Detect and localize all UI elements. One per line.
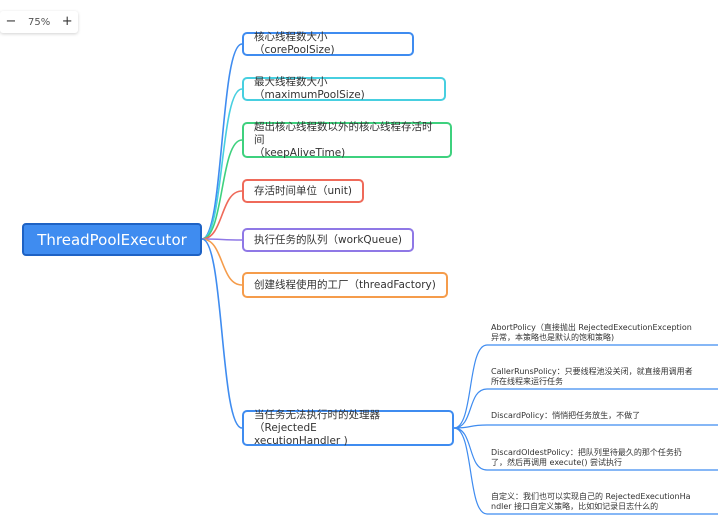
policy-item-4[interactable]: DiscardOldestPolicy：把队列里待最久的那个任务扔 了，然后再调…	[491, 448, 682, 467]
connector-2	[201, 88, 243, 240]
branch-node-2[interactable]: 最大线程数大小（maximumPoolSize)	[242, 76, 446, 101]
branch-node-7[interactable]: 当任务无法执行时的处理器（RejectedE xecutionHandler )	[242, 409, 454, 447]
connector-4	[201, 190, 243, 240]
connector-6	[201, 238, 243, 286]
branch-node-3[interactable]: 超出核心线程数以外的核心线程存活时间 （keepAliveTime)	[242, 121, 452, 159]
policy-connector-3	[453, 424, 488, 429]
zoom-level: 75%	[28, 16, 51, 28]
branch-node-4[interactable]: 存活时间单位（unit)	[242, 179, 364, 203]
connector-1	[201, 43, 243, 240]
branch-node-5[interactable]: 执行任务的队列（workQueue)	[242, 228, 414, 252]
root-node[interactable]: ThreadPoolExecutor	[22, 223, 202, 256]
policy-connector-5	[453, 427, 488, 515]
policy-connector-2	[453, 388, 488, 429]
connector-3	[201, 139, 243, 240]
policy-item-2[interactable]: CallerRunsPolicy：只要线程池没关闭，就直接用调用者 所在线程来运…	[491, 367, 693, 386]
policy-connector-1	[453, 344, 488, 429]
policy-connector-4	[453, 427, 488, 471]
policy-item-5[interactable]: 自定义：我们也可以实现自己的 RejectedExecutionHa ndler…	[491, 492, 691, 511]
connector-7	[201, 238, 243, 429]
policy-item-1[interactable]: AbortPolicy（直接抛出 RejectedExecutionExcept…	[491, 323, 692, 342]
zoom-out-button[interactable]: −	[5, 14, 17, 29]
policy-item-3[interactable]: DiscardPolicy：悄悄把任务放生，不做了	[491, 411, 641, 420]
branch-node-1[interactable]: 核心线程数大小（corePoolSize)	[242, 31, 414, 56]
zoom-in-button[interactable]: +	[61, 14, 73, 29]
zoom-control: − 75% +	[0, 11, 79, 33]
branch-node-6[interactable]: 创建线程使用的工厂（threadFactory)	[242, 272, 448, 298]
